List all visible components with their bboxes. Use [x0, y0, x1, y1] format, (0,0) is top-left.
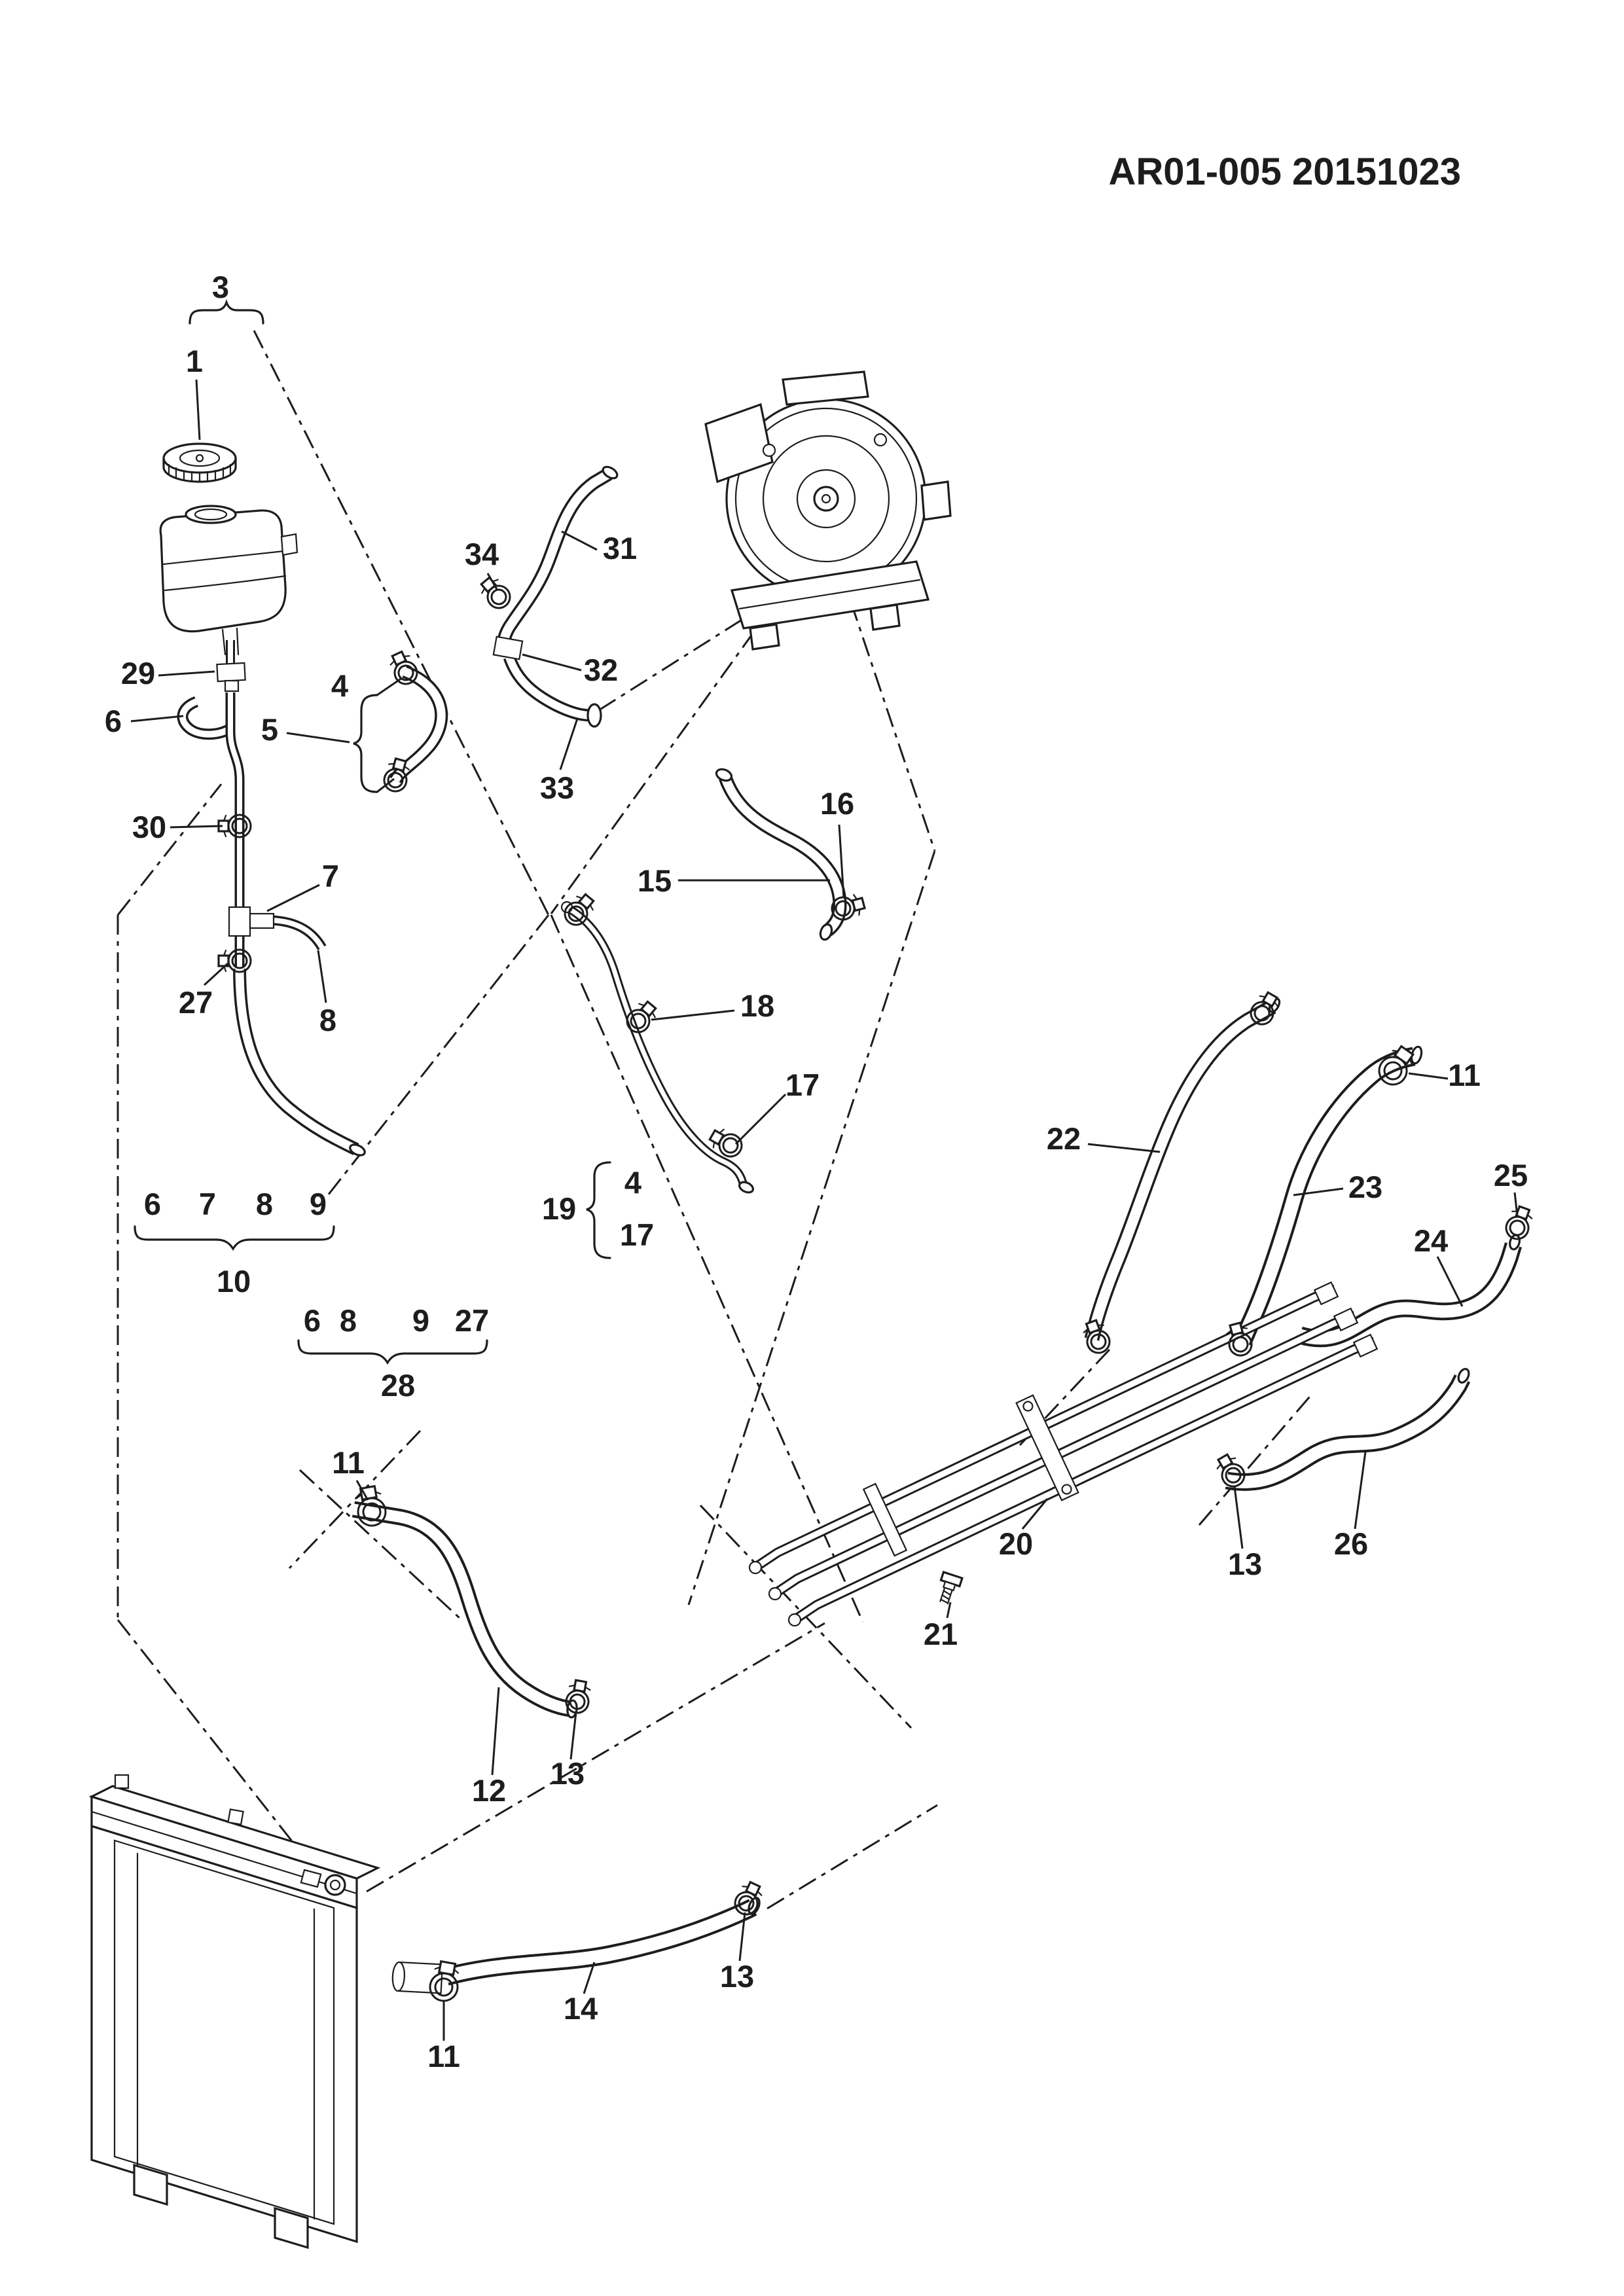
group28-label-8: 8 — [340, 1303, 357, 1338]
part-label-24: 24 — [1414, 1223, 1448, 1258]
group10-label-6: 6 — [144, 1187, 161, 1221]
part-label-17b: 17 — [620, 1217, 654, 1252]
flange-33 — [586, 703, 602, 728]
part-label-16: 16 — [820, 786, 854, 821]
brace-4 — [353, 694, 378, 793]
part-label-18: 18 — [740, 988, 774, 1023]
bundle-bracket — [1015, 1394, 1079, 1501]
group10-label-7: 7 — [199, 1187, 216, 1221]
part-label-33: 33 — [540, 770, 574, 805]
pipe-end-14 — [391, 1961, 444, 1994]
part-label-19: 19 — [542, 1191, 576, 1226]
part-label-34: 34 — [465, 537, 499, 571]
part-label-7: 7 — [322, 859, 339, 893]
hose-22 — [1092, 1007, 1272, 1339]
group28-label-6: 6 — [304, 1303, 321, 1338]
heater-blower-unit — [704, 370, 952, 651]
group28-label-9: 9 — [412, 1303, 429, 1338]
part-label-4: 4 — [331, 668, 348, 703]
part-label-8: 8 — [319, 1003, 336, 1037]
part-label-32: 32 — [584, 653, 618, 687]
phantom-lines — [117, 330, 1314, 1910]
expansion-tank — [159, 505, 298, 656]
part-label-20: 20 — [999, 1526, 1033, 1561]
part-label-23: 23 — [1348, 1170, 1382, 1204]
part-label-27: 27 — [179, 985, 213, 1020]
clamp-34 — [475, 572, 516, 614]
hose-33 — [509, 657, 590, 715]
group10-label-9: 9 — [310, 1187, 327, 1221]
reservoir-cap — [162, 442, 237, 483]
hose-14 — [446, 1907, 753, 1977]
part-label-12: 12 — [472, 1773, 506, 1808]
group10-label-8: 8 — [256, 1187, 273, 1221]
hose-9 — [240, 969, 356, 1149]
part-label-22: 22 — [1047, 1121, 1081, 1156]
part-label-11-right: 11 — [1448, 1058, 1481, 1092]
part-label-1: 1 — [186, 344, 203, 378]
group28-label-27: 27 — [455, 1303, 489, 1338]
radiator — [88, 1774, 381, 2250]
clamp-13-mid — [563, 1677, 593, 1716]
part-label-17: 17 — [785, 1067, 820, 1102]
part-label-25: 25 — [1494, 1158, 1528, 1193]
part-labels: 3 1 34 31 32 29 4 6 5 33 16 30 7 15 27 1… — [105, 270, 1528, 2073]
clamps — [217, 572, 1536, 2004]
hose-31 — [503, 474, 609, 643]
part-label-31: 31 — [603, 531, 637, 565]
part-label-13-mid: 13 — [550, 1756, 585, 1791]
junction-32 — [492, 636, 524, 660]
brace-10 — [134, 1225, 335, 1251]
part-label-30: 30 — [132, 810, 166, 844]
hoses-and-pipes — [183, 474, 1513, 1977]
fitting-29 — [216, 662, 246, 683]
bolt-21 — [933, 1571, 964, 1607]
part-label-26: 26 — [1334, 1526, 1368, 1561]
part-label-5: 5 — [261, 712, 278, 747]
part-label-21: 21 — [924, 1617, 958, 1651]
coolant-tube-bundle-20 — [758, 1289, 1375, 1618]
part-label-6: 6 — [105, 704, 122, 738]
part-label-11-bottom: 11 — [427, 2039, 460, 2073]
leader-lines — [130, 298, 1519, 2041]
part-label-15: 15 — [638, 863, 672, 898]
brace-28 — [297, 1339, 488, 1365]
hose-6 — [183, 702, 232, 734]
part-label-4b: 4 — [624, 1165, 641, 1200]
part-label-11-mid: 11 — [332, 1445, 365, 1480]
part-label-10: 10 — [217, 1264, 251, 1299]
brace-3 — [189, 298, 264, 325]
part-label-29: 29 — [121, 656, 155, 691]
part-label-3: 3 — [212, 270, 229, 304]
part-label-14: 14 — [564, 1991, 598, 2026]
fittings — [216, 465, 1521, 1994]
drawing-number: AR01-005 20151023 — [1108, 151, 1461, 193]
tee-7 — [228, 906, 251, 937]
part-label-28: 28 — [381, 1368, 415, 1403]
hose-12 — [353, 1509, 571, 1709]
brace-19 — [586, 1161, 611, 1259]
part-label-13-bottom: 13 — [720, 1959, 754, 1994]
part-label-13-right: 13 — [1228, 1547, 1262, 1581]
